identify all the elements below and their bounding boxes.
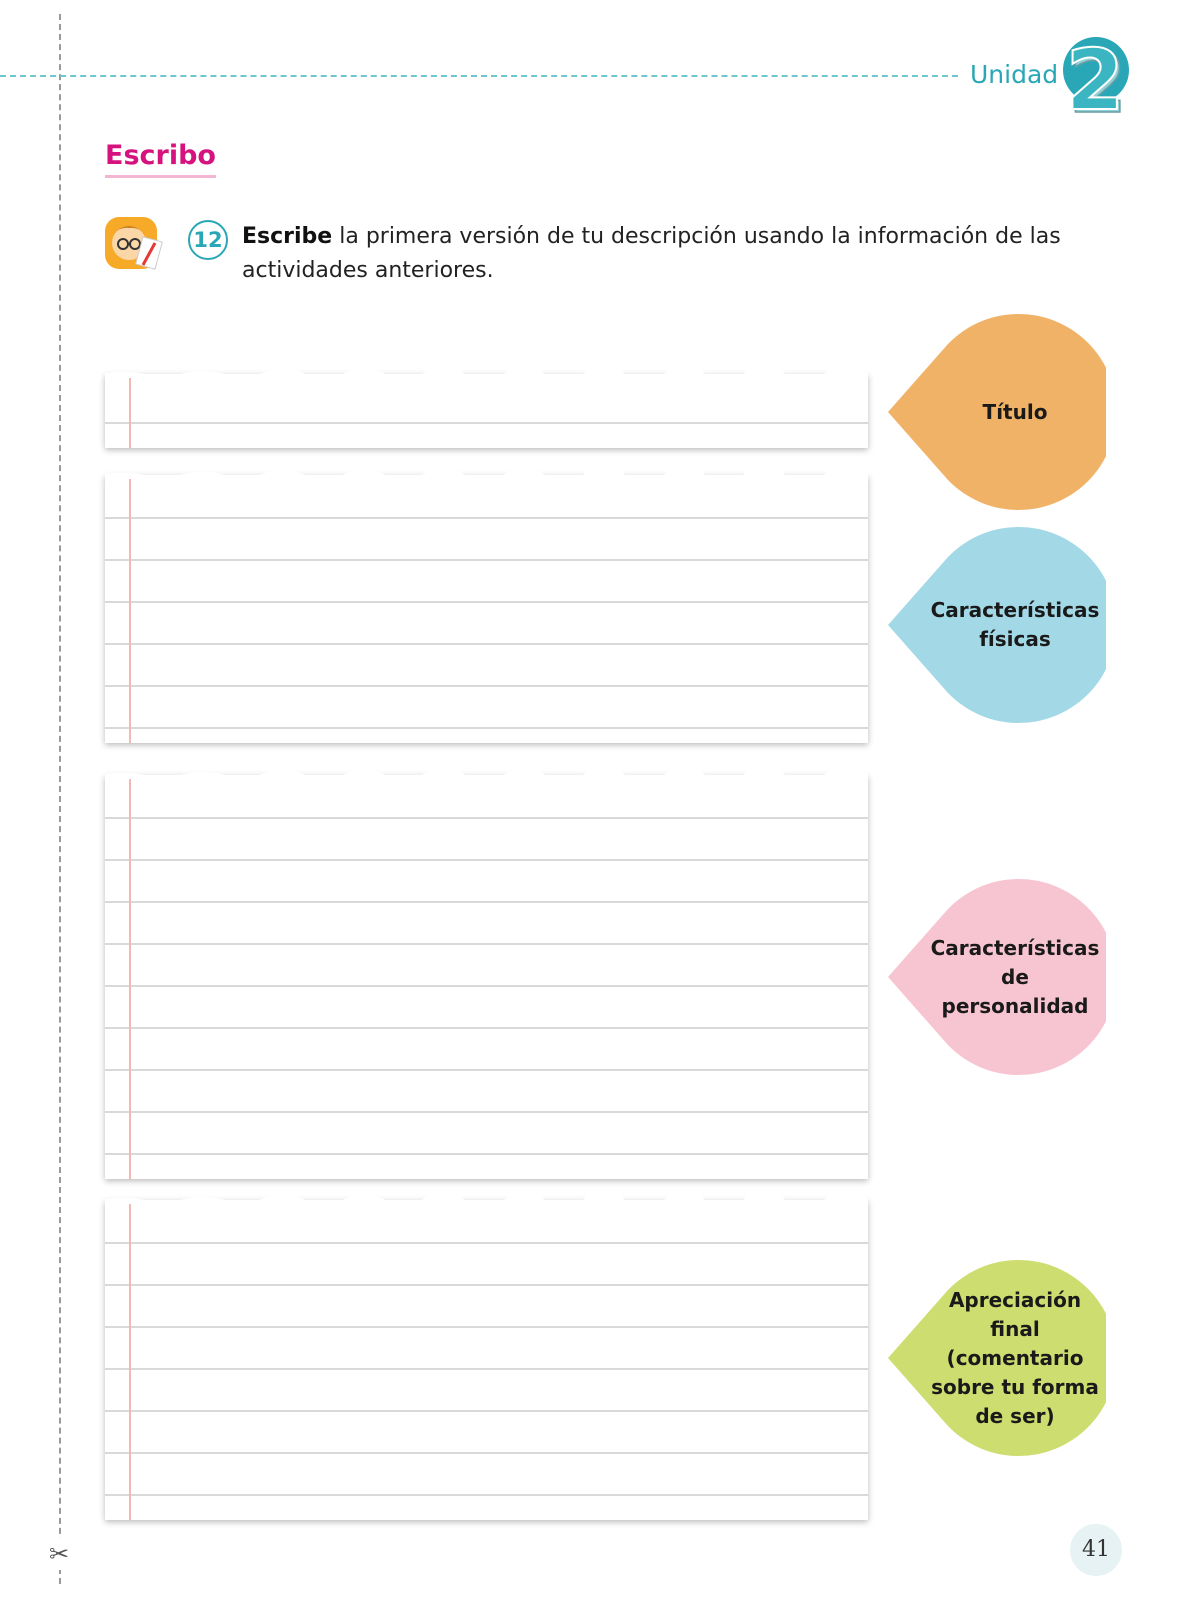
unit-number: 2 [1069, 34, 1127, 120]
unit-label: Unidad [970, 60, 1059, 89]
page-number: 41 [1070, 1524, 1122, 1576]
label-final: Apreciación final (comentario sobre tu f… [888, 1260, 1106, 1456]
unit-number-shadow: 2 [1066, 34, 1124, 120]
torn-edge [105, 469, 868, 479]
torn-edge [105, 1194, 868, 1204]
header-dashed-line [0, 75, 958, 77]
student-writing-icon [105, 217, 163, 270]
activity-instruction: Escribe la primera versión de tu descrip… [242, 220, 1082, 288]
scissors-icon: ✂ [46, 1538, 72, 1570]
writing-area-title[interactable] [105, 368, 868, 448]
cut-line [59, 14, 61, 1584]
label-title: Título [888, 314, 1106, 510]
label-physical-text: Características físicas [930, 598, 1100, 651]
label-title-text: Título [982, 399, 1048, 424]
teardrop-shape [888, 314, 1106, 510]
label-final-text: Apreciación final (comentario sobre tu f… [931, 1287, 1099, 1428]
teardrop-shape [888, 527, 1106, 723]
writing-area-personality[interactable] [105, 769, 868, 1179]
label-personality-text: Características de personalidad [930, 935, 1100, 1018]
unit-number-badge-icon: 2 2 [1063, 34, 1129, 120]
writing-area-physical[interactable] [105, 469, 868, 743]
activity-number: 12 [188, 220, 228, 260]
section-title: Escribo [105, 140, 216, 178]
torn-edge [105, 368, 868, 378]
label-physical: Características físicas [888, 527, 1106, 723]
teardrop-shape [888, 879, 1106, 1075]
label-personality: Características de personalidad [888, 879, 1106, 1075]
torn-edge [105, 769, 868, 779]
instruction-text: la primera versión de tu descripción usa… [242, 224, 1061, 283]
teardrop-shape [888, 1260, 1106, 1456]
writing-area-final[interactable] [105, 1194, 868, 1520]
instruction-verb: Escribe [242, 224, 333, 249]
